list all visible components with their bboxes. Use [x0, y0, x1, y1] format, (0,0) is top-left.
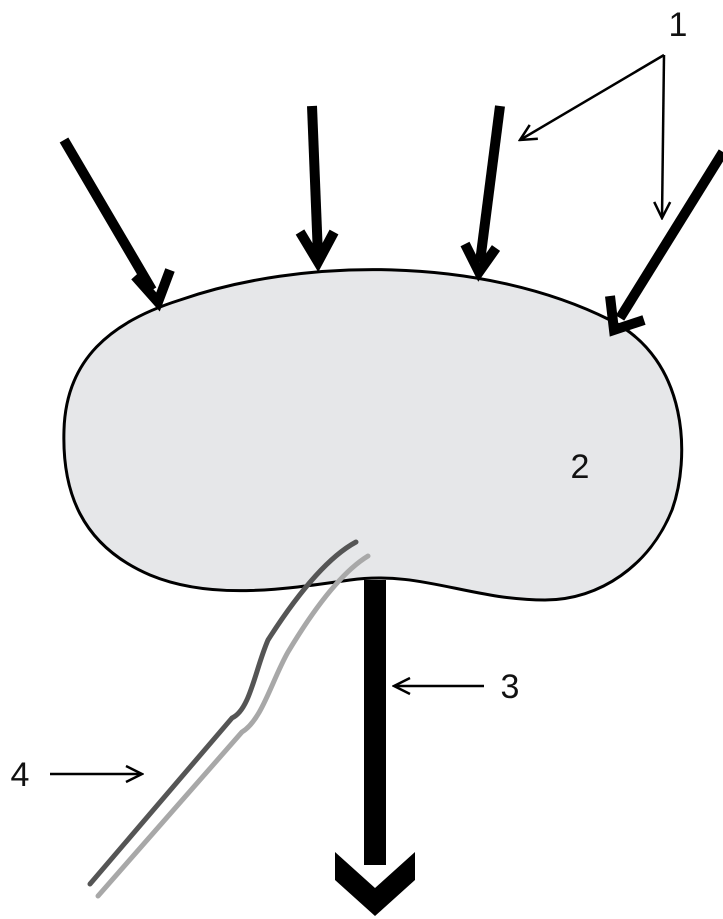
- outflow-arrow: [335, 580, 415, 916]
- incoming-arrow-1: [64, 140, 170, 302]
- incoming-arrow-4: [610, 152, 723, 330]
- incoming-arrow-3: [465, 106, 500, 272]
- body-shape: [64, 270, 682, 600]
- label-tube: 4: [11, 756, 30, 794]
- tube: [90, 542, 368, 896]
- label-1-leaders: [520, 55, 664, 218]
- label-body: 2: [571, 448, 590, 486]
- label-outflow-arrow: 3: [501, 668, 520, 706]
- incoming-arrow-2: [300, 106, 334, 262]
- label-incoming-arrows: 1: [669, 6, 688, 44]
